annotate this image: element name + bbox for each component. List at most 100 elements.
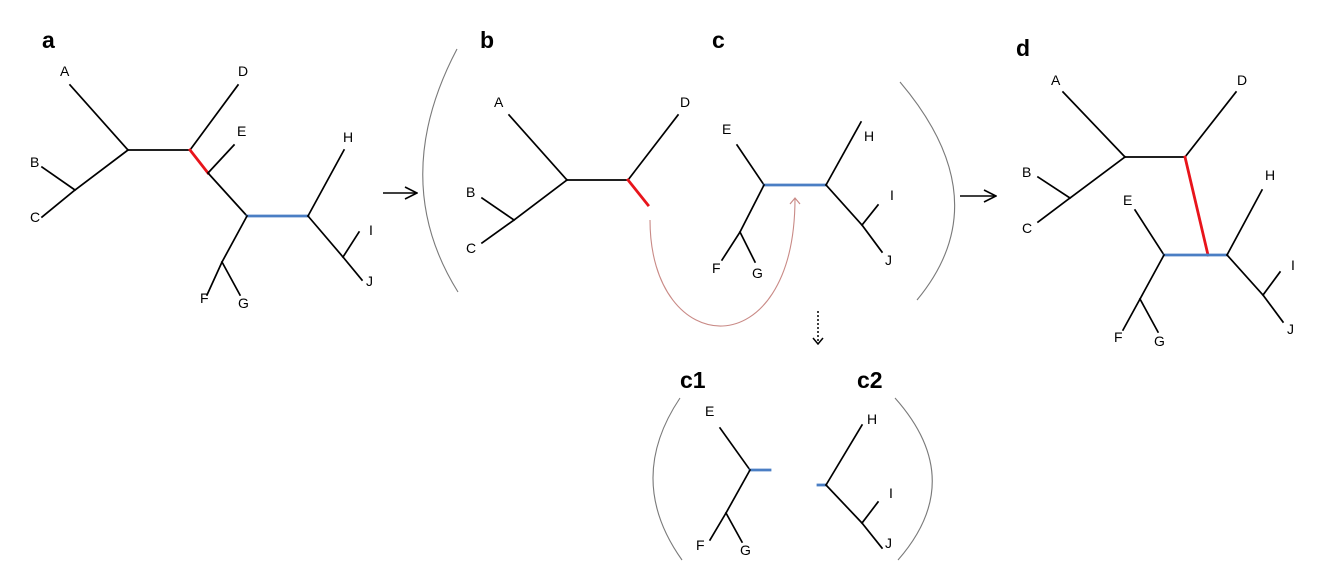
tree-b-edge-pruned-red (626, 178, 650, 207)
tree-a-edge-D (188, 83, 240, 152)
leaf-label-d-I: I (1291, 257, 1295, 273)
leaf-label-b-C: C (466, 240, 476, 256)
leaf-label-c-G: G (752, 265, 763, 281)
leaf-label-c1-F: F (696, 537, 705, 553)
panel-c1: c1 E F G (680, 367, 772, 558)
tree-c-edge-E (735, 143, 766, 187)
tree-c1-edge-E (718, 426, 752, 472)
leaf-label-a-I: I (369, 222, 373, 238)
tree-a (40, 83, 364, 297)
tree-a-edge-F (205, 260, 224, 297)
tree-d-edge-pruned-red (1183, 155, 1210, 257)
tree-a-edge-B (40, 165, 77, 192)
regraft-arc (649, 197, 801, 327)
tree-c1-edge-FG-stem (724, 468, 752, 515)
panel-label-c2: c2 (857, 367, 883, 393)
tree-b-edge-B (480, 196, 516, 222)
panel-label-c1: c1 (680, 367, 706, 393)
tree-a-edge-I (341, 230, 361, 259)
panel-c: c E F G H I J (712, 27, 894, 281)
tree-a-edge-E (206, 143, 236, 175)
leaf-label-c1-G: G (740, 542, 751, 558)
tree-d-edge-BC-stem (1068, 155, 1127, 200)
tree-a-edge-H (306, 148, 346, 218)
leaf-label-a-D: D (238, 63, 248, 79)
panel-a: a A B C D E F G H I J (30, 27, 373, 311)
leaf-label-a-C: C (30, 209, 40, 225)
tree-d-edge-B (1036, 175, 1072, 200)
panel-c2: c2 H I J (816, 367, 893, 551)
leaf-label-b-D: D (680, 94, 690, 110)
leaf-label-d-J: J (1287, 321, 1294, 337)
tree-a-edge-G (220, 260, 242, 297)
tree-a-edge-pruned-red (188, 148, 210, 175)
tree-c2-edge-J (860, 521, 884, 550)
tree-a-edge-IJ-stem (306, 214, 345, 259)
leaf-label-c1-E: E (705, 403, 714, 419)
tree-a-edge-BC-stem (73, 148, 130, 192)
tree-d-edge-E (1133, 208, 1166, 257)
leaf-label-a-A: A (60, 63, 70, 79)
tree-c-edge-IJ-stem (824, 183, 864, 227)
leaf-label-a-H: H (343, 129, 353, 145)
tree-c-edge-G (738, 230, 757, 264)
tree-d-edge-C (1036, 196, 1072, 224)
tree-d-edge-H (1225, 188, 1264, 257)
leaf-label-a-G: G (238, 295, 249, 311)
leaf-label-d-B: B (1022, 164, 1031, 180)
tree-b-edge-A (507, 113, 569, 182)
panel-label-c: c (712, 27, 725, 53)
leaf-label-c2-J: J (885, 535, 892, 551)
leaf-label-c-E: E (722, 121, 731, 137)
leaf-label-c-H: H (864, 128, 874, 144)
tree-a-edge-FG-stem (220, 214, 249, 264)
leaf-label-d-F: F (1114, 329, 1123, 345)
leaf-label-a-J: J (366, 273, 373, 289)
tree-b (480, 113, 680, 245)
tree-c2 (816, 423, 884, 550)
leaf-label-d-C: C (1022, 220, 1032, 236)
leaf-label-d-E: E (1123, 192, 1132, 208)
tree-d-edge-D (1183, 90, 1238, 159)
right-parenthesis-bc (899, 81, 956, 301)
leaf-label-a-B: B (30, 154, 39, 170)
tree-d-edge-J (1261, 293, 1285, 324)
tree-c1-edge-F (708, 511, 728, 542)
leaf-label-d-H: H (1265, 167, 1275, 183)
tree-c-edge-J (860, 223, 884, 254)
tree-a-edge-A (68, 83, 130, 152)
panel-label-a: a (42, 27, 55, 53)
left-parenthesis-c1c2 (652, 397, 683, 561)
tree-c2-edge-H (824, 423, 864, 487)
tree-c2-edge-IJ-stem (824, 483, 864, 525)
leaf-label-d-A: A (1051, 72, 1061, 88)
leaf-label-b-B: B (466, 184, 475, 200)
leaf-label-c2-H: H (867, 411, 877, 427)
leaf-label-c2-I: I (889, 485, 893, 501)
leaf-label-c-F: F (712, 260, 721, 276)
tree-a-edge-internal-2 (206, 171, 249, 218)
tree-c (720, 120, 884, 264)
tree-c1-edge-G (724, 511, 744, 544)
tree-c-edge-FG-stem (738, 183, 766, 234)
tree-d-edge-F (1121, 297, 1142, 332)
tree-b-edge-D (626, 113, 680, 182)
tree-d-edge-G (1138, 297, 1160, 334)
tree-c-edge-H (824, 120, 863, 187)
tree-b-edge-C (480, 218, 516, 245)
tree-a-edge-J (341, 255, 364, 282)
tree-d-edge-I (1261, 270, 1282, 297)
leaf-label-d-D: D (1237, 72, 1247, 88)
tree-a-edge-C (40, 188, 77, 219)
leaf-label-a-E: E (237, 123, 246, 139)
right-parenthesis-c1c2 (894, 397, 933, 561)
leaf-label-a-F: F (200, 290, 209, 306)
leaf-label-c-I: I (890, 187, 894, 203)
tree-c1 (708, 426, 772, 544)
tree-d-edge-A (1061, 90, 1127, 159)
leaf-label-d-G: G (1154, 333, 1165, 349)
panel-label-b: b (480, 27, 494, 53)
panel-d: d A B C D E F G H I J (1016, 35, 1295, 349)
panel-b: b A B C D (466, 27, 690, 256)
